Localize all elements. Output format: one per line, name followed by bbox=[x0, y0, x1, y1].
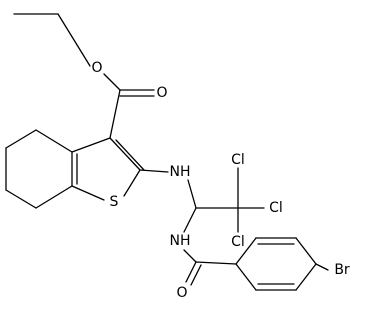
bond bbox=[235, 263, 257, 291]
ester-oxygen-label: O bbox=[91, 60, 102, 76]
bond bbox=[139, 169, 169, 173]
bond bbox=[185, 261, 197, 283]
bond bbox=[109, 89, 121, 139]
bond bbox=[195, 261, 237, 265]
bond bbox=[115, 139, 145, 171]
bond bbox=[57, 13, 91, 67]
amide-nh-label: NH bbox=[170, 233, 191, 249]
bond bbox=[183, 249, 197, 263]
bond bbox=[109, 137, 141, 171]
ring-sulfur-label: S bbox=[110, 194, 119, 210]
chlorine-label-1: Cl bbox=[231, 152, 245, 168]
bond bbox=[123, 169, 141, 197]
amide-oxygen-label: O bbox=[176, 285, 187, 301]
carbonyl-oxygen-label: O bbox=[156, 85, 167, 101]
bond bbox=[315, 263, 329, 271]
bond bbox=[71, 185, 105, 201]
bond bbox=[295, 263, 317, 291]
bromine-label: Br bbox=[334, 262, 350, 278]
atom-labels: O O S NH Cl Cl Cl NH O Br bbox=[91, 60, 349, 301]
bond bbox=[35, 129, 73, 153]
bond bbox=[5, 129, 37, 149]
bonds bbox=[5, 13, 329, 291]
bond bbox=[190, 264, 202, 286]
bond bbox=[183, 207, 197, 233]
chlorine-label-3: Cl bbox=[231, 234, 245, 250]
chlorine-label-2: Cl bbox=[269, 200, 283, 216]
amine-nh-label: NH bbox=[170, 164, 191, 180]
bond bbox=[35, 185, 73, 209]
bond bbox=[235, 237, 257, 265]
bond bbox=[295, 237, 317, 265]
bond bbox=[71, 137, 111, 153]
bond bbox=[103, 73, 121, 91]
bond bbox=[187, 179, 197, 209]
bond bbox=[5, 189, 37, 209]
